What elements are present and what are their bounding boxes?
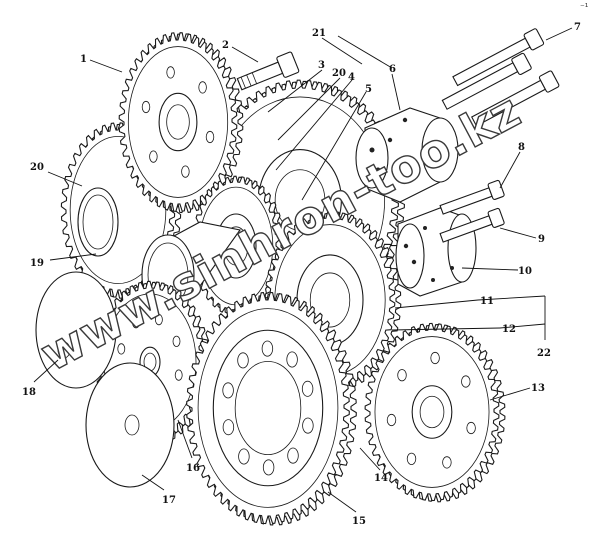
callout-10: 10 bbox=[518, 266, 532, 277]
callout-2: 2 bbox=[222, 40, 229, 51]
bolts-8-9 bbox=[439, 179, 505, 243]
gear-3 bbox=[191, 175, 286, 318]
callout-14: 14 bbox=[374, 473, 388, 484]
callout-9: 9 bbox=[538, 234, 545, 245]
bushing-19 bbox=[77, 187, 119, 257]
callout-20-top: 20 bbox=[332, 68, 346, 79]
callout-11: 11 bbox=[480, 296, 494, 307]
callout-5: 5 bbox=[365, 84, 372, 95]
callout-21: 21 bbox=[312, 28, 326, 39]
callout-numbers: ⁻¹ 1 2 3 20 4 21 5 6 7 8 9 10 11 12 22 1… bbox=[22, 3, 589, 527]
callout-16: 16 bbox=[186, 463, 200, 474]
plate-17 bbox=[85, 362, 175, 488]
callout-15: 15 bbox=[352, 516, 366, 527]
callout-19: 19 bbox=[30, 258, 44, 269]
callout-20-left: 20 bbox=[30, 162, 44, 173]
callout-17: 17 bbox=[162, 495, 176, 506]
callout-22: 22 bbox=[537, 348, 551, 359]
callout-4: 4 bbox=[348, 72, 355, 83]
gear-13 bbox=[364, 322, 506, 503]
callout-18: 18 bbox=[22, 387, 36, 398]
bolts-7 bbox=[441, 28, 560, 127]
hub-6 bbox=[355, 107, 459, 203]
callout-8: 8 bbox=[518, 142, 525, 153]
gear-15 bbox=[186, 291, 357, 526]
bolt-2 bbox=[236, 51, 300, 91]
hub-10 bbox=[395, 207, 477, 297]
plate-18 bbox=[35, 271, 117, 389]
callout-3: 3 bbox=[318, 60, 325, 71]
gear-1 bbox=[118, 32, 244, 214]
callout-1: 1 bbox=[80, 54, 87, 65]
callout-13: 13 bbox=[531, 383, 545, 394]
corner-mark: ⁻¹ bbox=[580, 3, 589, 13]
callout-6: 6 bbox=[389, 64, 396, 75]
callout-12: 12 bbox=[502, 324, 516, 335]
callout-7: 7 bbox=[574, 22, 581, 33]
leader-lines bbox=[33, 27, 573, 513]
